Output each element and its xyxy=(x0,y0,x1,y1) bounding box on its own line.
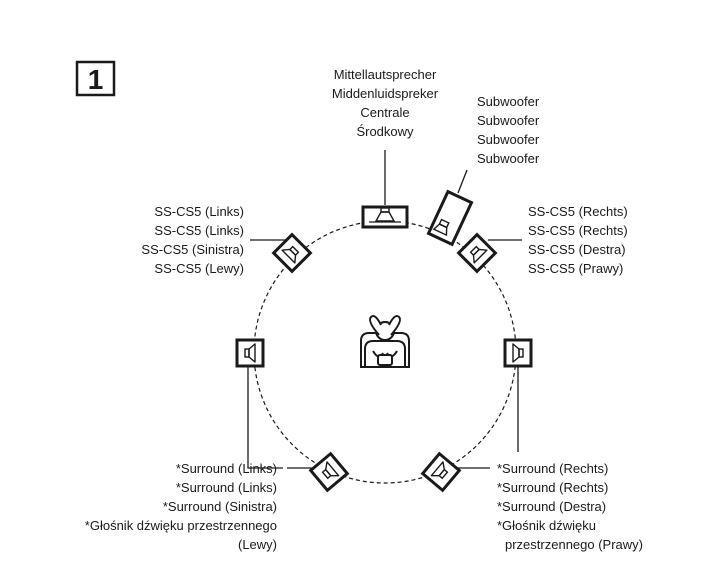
svg-text:*Głośnik dźwięku: *Głośnik dźwięku xyxy=(497,518,596,533)
svg-text:Mittellautsprecher: Mittellautsprecher xyxy=(334,67,437,82)
surround-right-label: *Surround (Rechts) *Surround (Rechts) *S… xyxy=(497,461,643,552)
svg-text:Środkowy: Środkowy xyxy=(356,124,414,139)
center-speaker xyxy=(361,205,409,229)
svg-text:*Surround (Links): *Surround (Links) xyxy=(176,461,277,476)
surround-left-label: *Surround (Links) *Surround (Links) *Sur… xyxy=(85,461,277,552)
leader-lines xyxy=(247,150,522,469)
svg-text:SS-CS5 (Prawy): SS-CS5 (Prawy) xyxy=(528,261,623,276)
svg-text:SS-CS5 (Lewy): SS-CS5 (Lewy) xyxy=(154,261,244,276)
center-label: Mittellautsprecher Middenluidspreker Cen… xyxy=(332,67,439,139)
subwoofer-label: Subwoofer Subwoofer Subwoofer Subwoofer xyxy=(477,94,540,166)
svg-text:SS-CS5 (Destra): SS-CS5 (Destra) xyxy=(528,242,626,257)
subwoofer-leader xyxy=(457,169,468,194)
svg-text:(Lewy): (Lewy) xyxy=(238,537,277,552)
svg-text:SS-CS5 (Sinistra): SS-CS5 (Sinistra) xyxy=(141,242,244,257)
svg-text:*Surround (Sinistra): *Surround (Sinistra) xyxy=(163,499,277,514)
svg-text:Centrale: Centrale xyxy=(360,105,409,120)
svg-text:Subwoofer: Subwoofer xyxy=(477,151,540,166)
svg-text:SS-CS5 (Rechts): SS-CS5 (Rechts) xyxy=(528,223,628,238)
svg-text:SS-CS5 (Rechts): SS-CS5 (Rechts) xyxy=(528,204,628,219)
step-number: 1 xyxy=(88,64,104,95)
surround-left-speaker xyxy=(309,452,349,492)
svg-text:*Surround (Links): *Surround (Links) xyxy=(176,480,277,495)
side-left-speaker xyxy=(235,338,265,368)
svg-text:SS-CS5 (Links): SS-CS5 (Links) xyxy=(154,223,244,238)
svg-text:*Surround (Destra): *Surround (Destra) xyxy=(497,499,606,514)
svg-text:Subwoofer: Subwoofer xyxy=(477,113,540,128)
front-right-label: SS-CS5 (Rechts) SS-CS5 (Rechts) SS-CS5 (… xyxy=(528,204,628,276)
surround-left-leader xyxy=(247,355,283,469)
subwoofer-icon xyxy=(426,189,474,247)
svg-text:przestrzennego (Prawy): przestrzennego (Prawy) xyxy=(505,537,643,552)
surround-right-speaker xyxy=(421,452,461,492)
side-right-speaker xyxy=(503,338,533,368)
svg-text:*Surround (Rechts): *Surround (Rechts) xyxy=(497,480,608,495)
step-number-badge: 1 xyxy=(75,60,116,97)
front-left-label: SS-CS5 (Links) SS-CS5 (Links) SS-CS5 (Si… xyxy=(141,204,244,276)
listener-icon xyxy=(360,315,410,368)
svg-text:Subwoofer: Subwoofer xyxy=(477,94,540,109)
svg-text:Subwoofer: Subwoofer xyxy=(477,132,540,147)
svg-text:*Głośnik dźwięku przestrzenneg: *Głośnik dźwięku przestrzennego xyxy=(85,518,277,533)
svg-text:Middenluidspreker: Middenluidspreker xyxy=(332,86,439,101)
svg-text:SS-CS5 (Links): SS-CS5 (Links) xyxy=(154,204,244,219)
svg-text:*Surround (Rechts): *Surround (Rechts) xyxy=(497,461,608,476)
